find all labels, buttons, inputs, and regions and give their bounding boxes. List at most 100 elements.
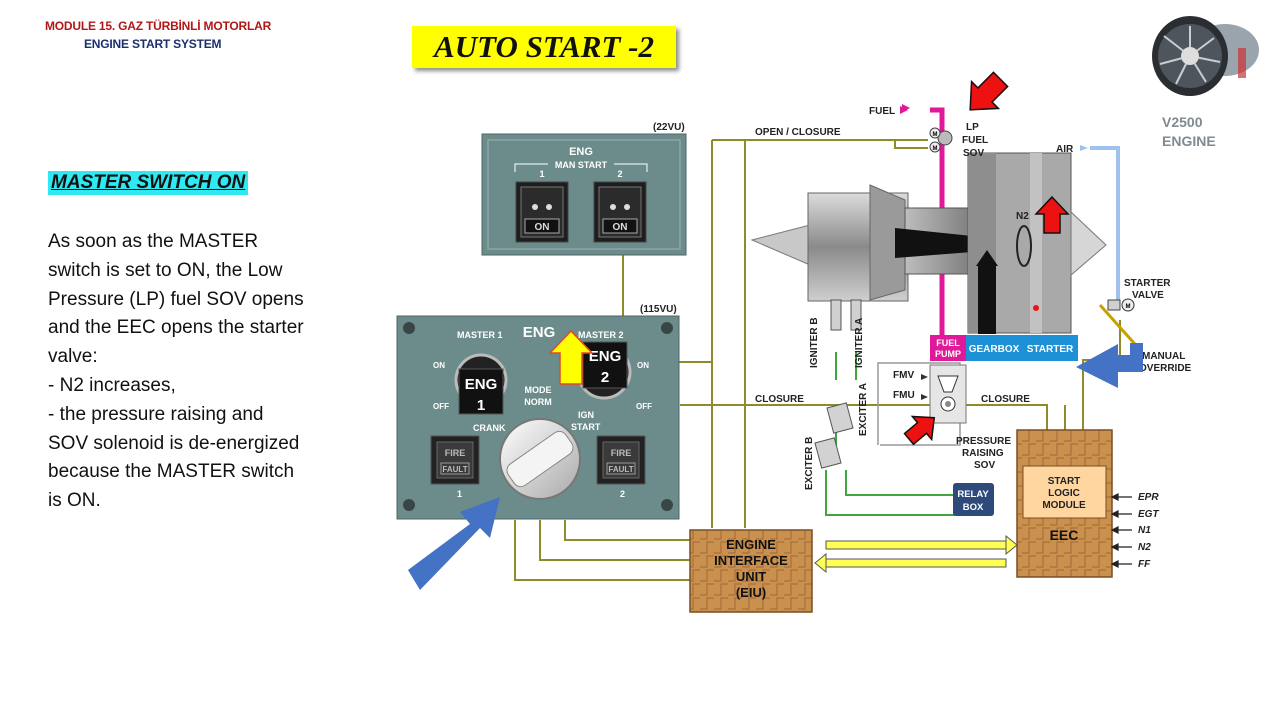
exciter-b-label: EXCITER B — [804, 437, 815, 490]
on-label: ON — [637, 361, 649, 370]
eec-input-ff: FF — [1138, 559, 1151, 570]
eec-inputs — [1110, 493, 1132, 568]
fuel-pump-box — [930, 335, 966, 361]
relay-box — [953, 483, 994, 516]
mode-selector-knob[interactable] — [499, 418, 581, 500]
fmu-block — [877, 362, 967, 446]
exciters — [814, 402, 854, 469]
igniter-wires — [825, 352, 955, 516]
slm-label: LOGIC — [1048, 488, 1080, 499]
description-line: and the EEC opens the starter — [48, 317, 304, 339]
fuel-label: FUEL — [869, 106, 895, 117]
starter-valve-label: VALVE — [1132, 290, 1164, 301]
master-2-label: MASTER 2 — [578, 330, 624, 340]
start-logic-module — [1022, 465, 1107, 519]
closure-label: CLOSURE — [981, 394, 1030, 405]
panel-115vu-label: (115VU) — [640, 304, 677, 315]
panel-22vu-label: (22VU) — [653, 122, 685, 133]
motor-label: M — [933, 146, 938, 152]
engine-photo — [1152, 16, 1259, 96]
fault-label: FAULT — [608, 465, 633, 474]
eiu-label: INTERFACE — [714, 553, 788, 568]
description-line: - N2 increases, — [48, 374, 176, 396]
igniter-plugs — [830, 299, 862, 331]
svg-text:M: M — [1126, 304, 1131, 310]
red-arrow-n2-icon — [1034, 195, 1070, 234]
lp-label: LP — [966, 122, 979, 133]
exciter-a-label: EXCITER A — [858, 383, 869, 436]
master-2-eng-text: ENG — [589, 348, 622, 365]
gearbox-label: GEARBOX — [969, 344, 1020, 355]
air-label: AIR — [1056, 144, 1074, 155]
yellow-up-arrow-icon — [548, 329, 594, 385]
engine-model: V2500 — [1162, 114, 1203, 130]
fire-2-number: 2 — [620, 489, 625, 499]
on-label: ON — [433, 361, 445, 370]
red-arrow-psov-icon — [903, 415, 936, 446]
eiu-eec-data-link — [814, 534, 1018, 574]
slide-title: AUTO START -2 — [412, 26, 676, 68]
man-start-panel: (22VU) ENG MAN START 1 2 — [481, 122, 687, 256]
igniter-b-label: IGNITER B — [809, 317, 820, 368]
man-start-on-label: ON — [535, 222, 550, 233]
man-start-switch-2[interactable]: ON — [593, 181, 647, 243]
master-switch-2[interactable]: ENG 2 — [576, 341, 632, 400]
slm-label: MODULE — [1042, 500, 1086, 511]
master-1-label: MASTER 1 — [457, 330, 503, 340]
open-closure-label: OPEN / CLOSURE — [755, 127, 841, 138]
crank-label: CRANK — [473, 423, 506, 433]
gearbox-box — [966, 335, 1022, 361]
lp-fuel-sov: M M — [929, 127, 953, 153]
system-heading: ENGINE START SYSTEM — [84, 37, 222, 51]
master-2-number: 2 — [601, 369, 609, 386]
master-switch-1[interactable]: ENG 1 — [454, 353, 508, 415]
man-start-switch-1[interactable]: ON — [515, 181, 569, 243]
man-start-on-label: ON — [613, 222, 628, 233]
master-1-eng-text: ENG — [465, 376, 498, 393]
fire-1-number: 1 — [457, 489, 462, 499]
fire-fault-light-2: FIRE FAULT — [596, 435, 646, 485]
description-line: Pressure (LP) fuel SOV opens — [48, 288, 304, 310]
man-start-label: MAN START — [555, 160, 608, 170]
psov-label: RAISING — [962, 448, 1004, 459]
fuel-pump-label: FUEL — [936, 338, 960, 348]
igniter-a-label: IGNITER A — [854, 318, 865, 368]
section-subtitle: MASTER SWITCH ON — [48, 171, 249, 195]
air-arrow-icon — [1080, 145, 1088, 151]
relay-box-label: BOX — [963, 502, 984, 513]
eec-input-egt: EGT — [1138, 509, 1159, 520]
description-line: valve: — [48, 346, 98, 368]
blue-arrow-master-icon — [408, 497, 500, 590]
off-label: OFF — [636, 402, 652, 411]
eiu-label: UNIT — [736, 569, 766, 584]
fmv-label: FMV — [893, 370, 914, 381]
engine-label: V2500 ENGINE — [1162, 113, 1216, 151]
eiu-label: ENGINE — [726, 537, 776, 552]
fault-label: FAULT — [442, 465, 467, 474]
module-heading: MODULE 15. GAZ TÜRBİNLİ MOTORLAR — [45, 19, 272, 33]
starter-label: STARTER — [1027, 344, 1074, 355]
fuel-pump-label: PUMP — [935, 349, 961, 359]
man-start-sw1-label: 1 — [539, 169, 544, 179]
manual-override-label: OVERRIDE — [1139, 363, 1192, 374]
fire-label: FIRE — [445, 448, 466, 458]
eec-label: EEC — [1050, 527, 1079, 543]
closure-label: CLOSURE — [755, 394, 804, 405]
psov-label: SOV — [974, 460, 995, 471]
ign-label: IGN — [578, 410, 594, 420]
lp-sov-label: SOV — [963, 148, 984, 159]
lp-fuel-label: FUEL — [962, 135, 988, 146]
n2-label: N2 — [1016, 211, 1029, 222]
description-line: SOV solenoid is de-energized — [48, 432, 300, 454]
engine-word: ENGINE — [1162, 133, 1216, 149]
master-eng-label: ENG — [523, 324, 556, 341]
indicator-dot — [1033, 305, 1039, 311]
eec-input-n1: N1 — [1138, 525, 1151, 536]
starter-valve-label: STARTER — [1124, 278, 1171, 289]
psov-label: PRESSURE — [956, 436, 1011, 447]
description-text: As soon as the MASTER switch is set to O… — [48, 228, 348, 516]
air-line — [1090, 146, 1120, 300]
manual-override-label: MANUAL — [1142, 351, 1185, 362]
slm-label: START — [1048, 476, 1081, 487]
